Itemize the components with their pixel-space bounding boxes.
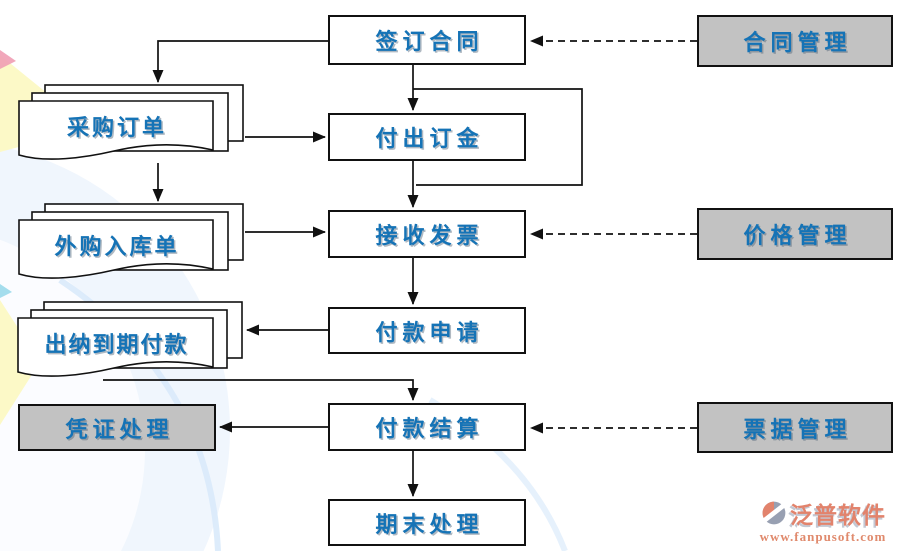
node-cashier-due-payment: 出纳到期付款 (17, 301, 263, 396)
document-stack-icon (18, 84, 244, 160)
node-bill-management: 票据管理 (697, 402, 893, 453)
document-stack-icon (18, 203, 244, 279)
brand-url: www.fanpusoft.com (759, 529, 887, 544)
document-label: 外购入库单 (54, 234, 180, 259)
node-price-management: 价格管理 (697, 208, 893, 260)
document-label: 采购订单 (66, 115, 167, 140)
document-label: 出纳到期付款 (44, 332, 189, 357)
node-period-end: 期末处理 (328, 499, 526, 546)
node-purchase-order: 采购订单 (18, 84, 264, 179)
node-outsourced-receipt: 外购入库单 (18, 203, 264, 298)
brand-name: 泛普软件 (790, 503, 886, 528)
node-pay-deposit: 付出订金 (328, 113, 526, 161)
node-voucher-processing: 凭证处理 (18, 404, 216, 451)
node-contract-management: 合同管理 (697, 15, 893, 67)
fanpu-logo-icon (760, 499, 788, 527)
node-payment-request: 付款申请 (328, 307, 526, 354)
document-stack-icon (17, 301, 243, 377)
node-receive-invoice: 接收发票 (328, 210, 526, 258)
node-payment-settlement: 付款结算 (328, 403, 526, 451)
brand-watermark: 泛普软件 www.fanpusoft.com (750, 496, 896, 548)
node-sign-contract: 签订合同 (328, 15, 526, 65)
